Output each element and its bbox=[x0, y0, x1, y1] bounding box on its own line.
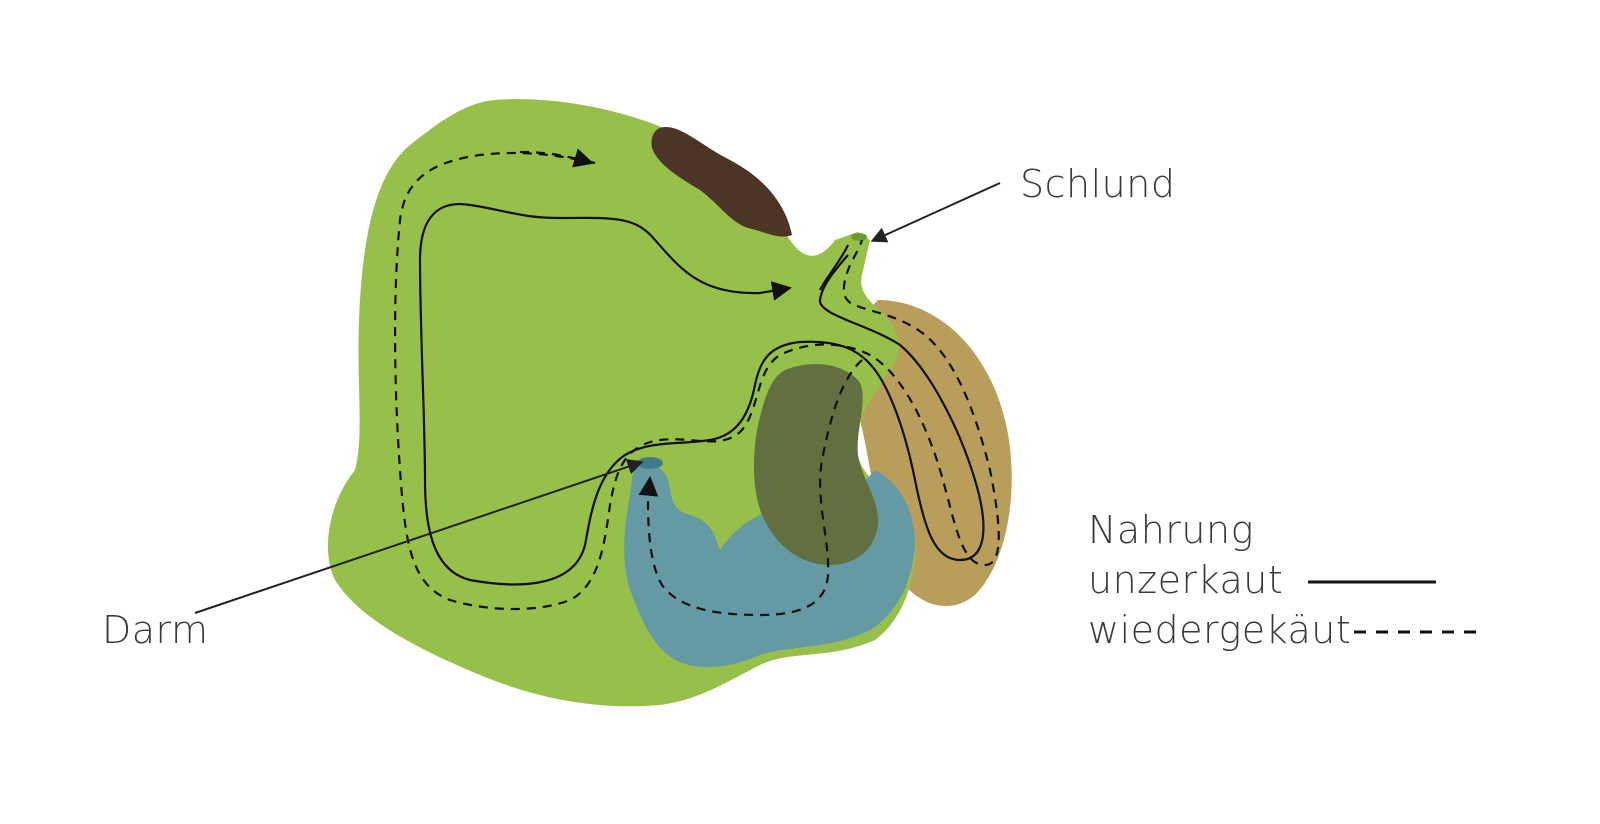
ruminated-food-path-start-arrow bbox=[519, 148, 594, 168]
ruminated-to-intestine-path bbox=[638, 359, 863, 617]
unchewed-food-path-loop bbox=[418, 203, 985, 586]
olive-section bbox=[753, 364, 879, 565]
darm-label: Darm bbox=[102, 608, 209, 652]
dark-lobe bbox=[651, 127, 792, 237]
darm-pointer bbox=[194, 459, 644, 614]
legend-title: Nahrung bbox=[1088, 508, 1254, 552]
legend-ruminated-label: wiedergekäut bbox=[1088, 608, 1351, 652]
unchewed-food-path bbox=[819, 244, 849, 291]
schlund-pointer bbox=[870, 182, 1001, 243]
esophagus-opening bbox=[851, 233, 867, 241]
legend-unchewed-label: unzerkaut bbox=[1088, 558, 1283, 602]
schlund-label: Schlund bbox=[1020, 162, 1175, 206]
legend: Nahrung unzerkaut wiedergekäut bbox=[1088, 508, 1484, 652]
ruminated-food-path bbox=[393, 151, 1000, 611]
